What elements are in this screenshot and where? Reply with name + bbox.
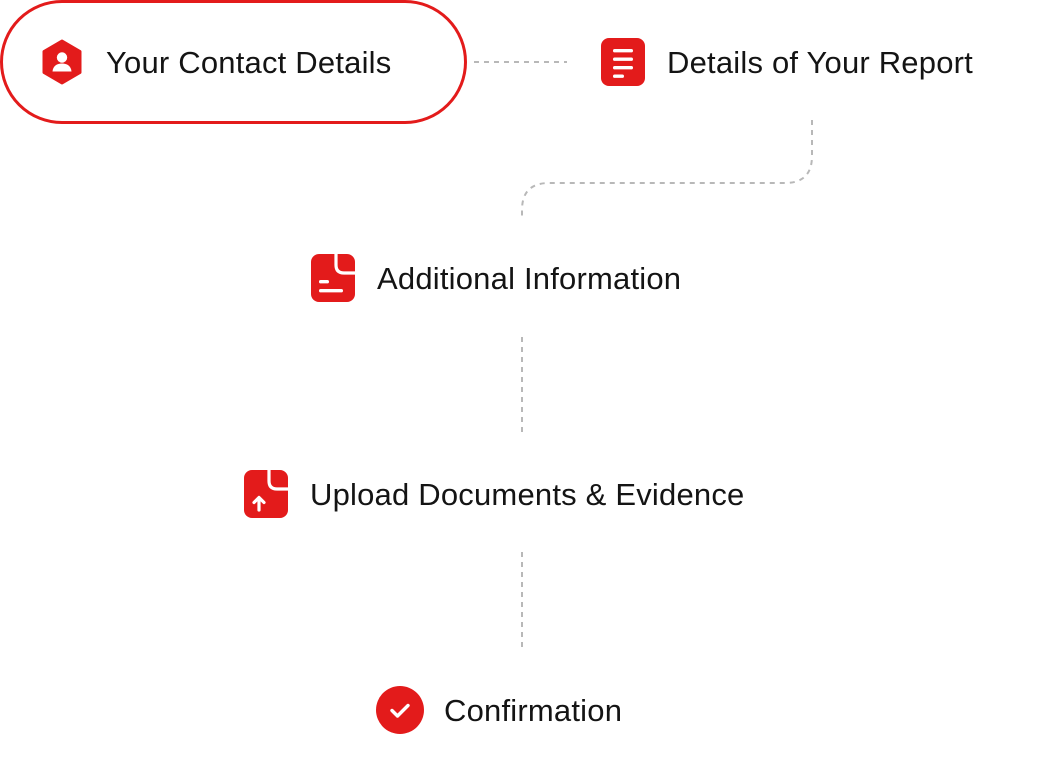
connector-2-3 — [521, 120, 813, 216]
step-label: Details of Your Report — [667, 44, 973, 80]
step-upload-documents-evidence[interactable]: Upload Documents & Evidence — [242, 470, 744, 518]
document-lines-icon — [599, 38, 647, 86]
step-details-of-your-report[interactable]: Details of Your Report — [599, 38, 973, 86]
step-label: Additional Information — [377, 260, 682, 296]
step-label: Your Contact Details — [106, 44, 392, 80]
notes-file-icon — [309, 254, 357, 302]
step-additional-information[interactable]: Additional Information — [309, 254, 681, 302]
step-confirmation[interactable]: Confirmation — [376, 686, 622, 734]
file-upload-icon — [242, 470, 290, 518]
step-label: Confirmation — [444, 692, 623, 728]
user-hexagon-icon — [38, 38, 86, 86]
check-circle-icon — [376, 686, 424, 734]
step-label: Upload Documents & Evidence — [310, 476, 745, 512]
step-your-contact-details[interactable]: Your Contact Details — [0, 0, 467, 124]
